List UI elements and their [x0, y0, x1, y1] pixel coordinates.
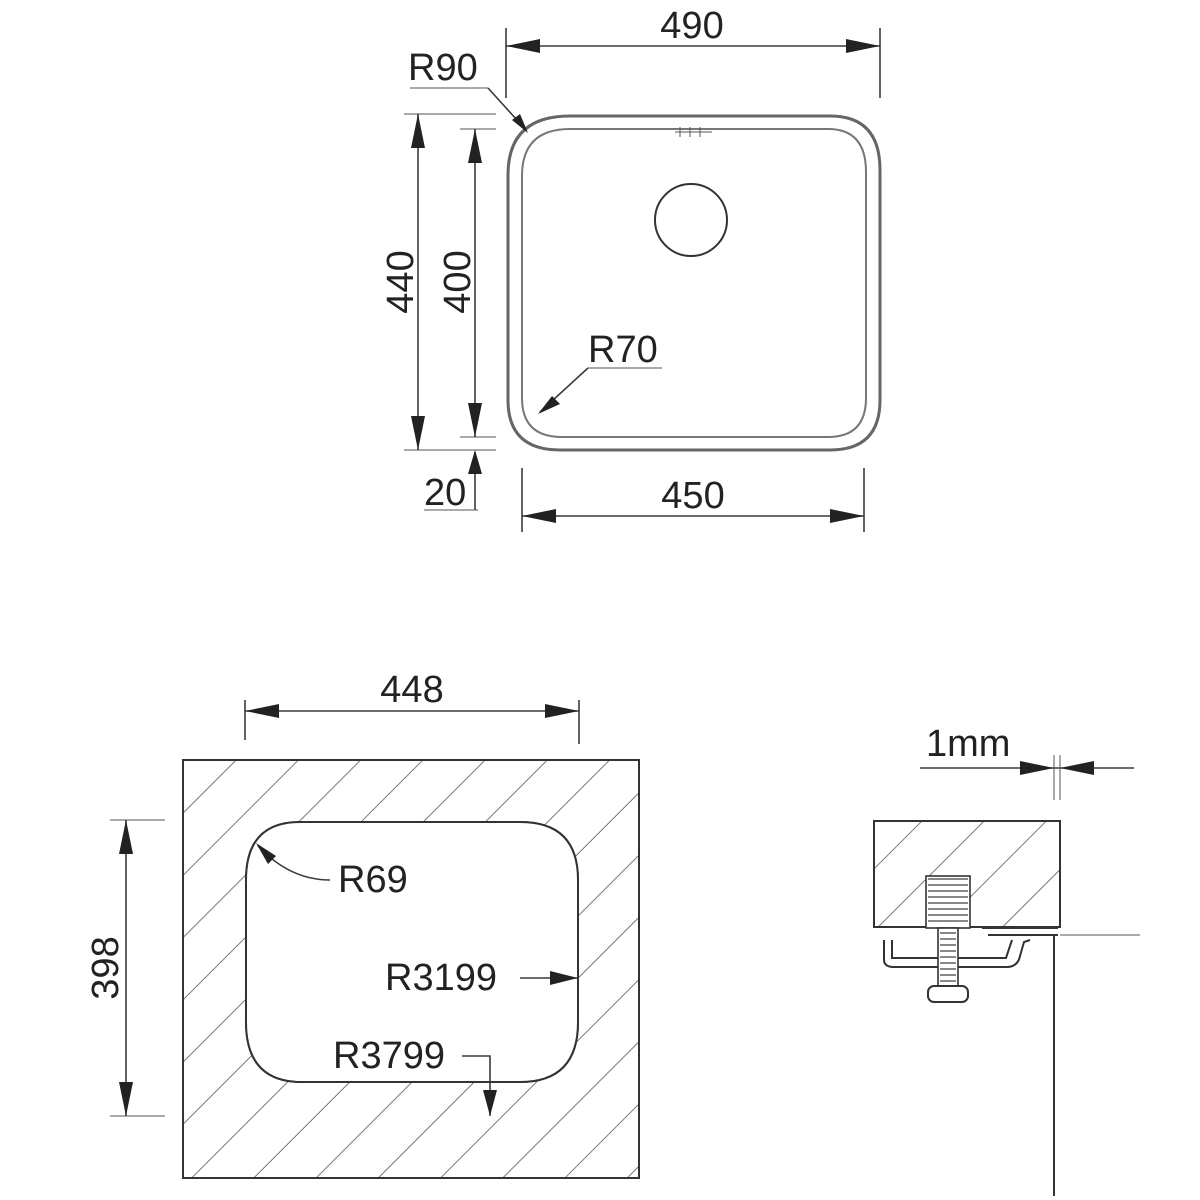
dimension-gap: 1mm	[920, 723, 1134, 800]
sink-top-view: 490 R90 440 400	[380, 5, 882, 532]
label-offset: 20	[424, 472, 466, 514]
dimension-depth-bowl: 400	[437, 128, 496, 438]
label-r69: R69	[338, 859, 408, 901]
cutout-opening	[245, 821, 579, 1083]
label-depth-overall: 440	[380, 250, 422, 313]
dimension-width-bowl: 450	[521, 468, 865, 532]
leader-r3199: R3199	[385, 957, 578, 999]
label-depth-bowl: 400	[437, 250, 479, 313]
label-gap: 1mm	[926, 723, 1010, 765]
leader-r90: R90	[408, 47, 528, 133]
label-cutout-width: 448	[380, 669, 443, 711]
label-r3799: R3799	[333, 1035, 445, 1077]
drain-hole	[654, 183, 728, 257]
label-width-bowl: 450	[661, 475, 724, 517]
sink-bowl-edge	[521, 128, 867, 438]
label-r90: R90	[408, 47, 478, 89]
overflow-mark	[675, 127, 712, 137]
leader-r69: R69	[256, 843, 408, 901]
dimension-offset: 20	[424, 450, 482, 514]
sink-outer-rim	[506, 114, 882, 452]
label-cutout-depth: 398	[85, 936, 127, 999]
leader-r70: R70	[538, 329, 662, 414]
dimension-depth-overall: 440	[380, 113, 496, 451]
label-r70: R70	[588, 329, 658, 371]
bolt-head	[927, 985, 969, 1003]
clip-detail: 1mm	[873, 723, 1140, 1196]
leader-r3799: R3799	[333, 1035, 497, 1116]
dimension-width-overall: 490	[505, 5, 881, 98]
mounting-clip	[883, 939, 1031, 968]
label-width-overall: 490	[660, 5, 723, 47]
dimension-cutout-depth: 398	[85, 819, 165, 1117]
cutout-template: 448 398 R69 R3199 R3799	[85, 669, 640, 1179]
dimension-cutout-width: 448	[244, 669, 580, 744]
label-r3199: R3199	[385, 957, 497, 999]
